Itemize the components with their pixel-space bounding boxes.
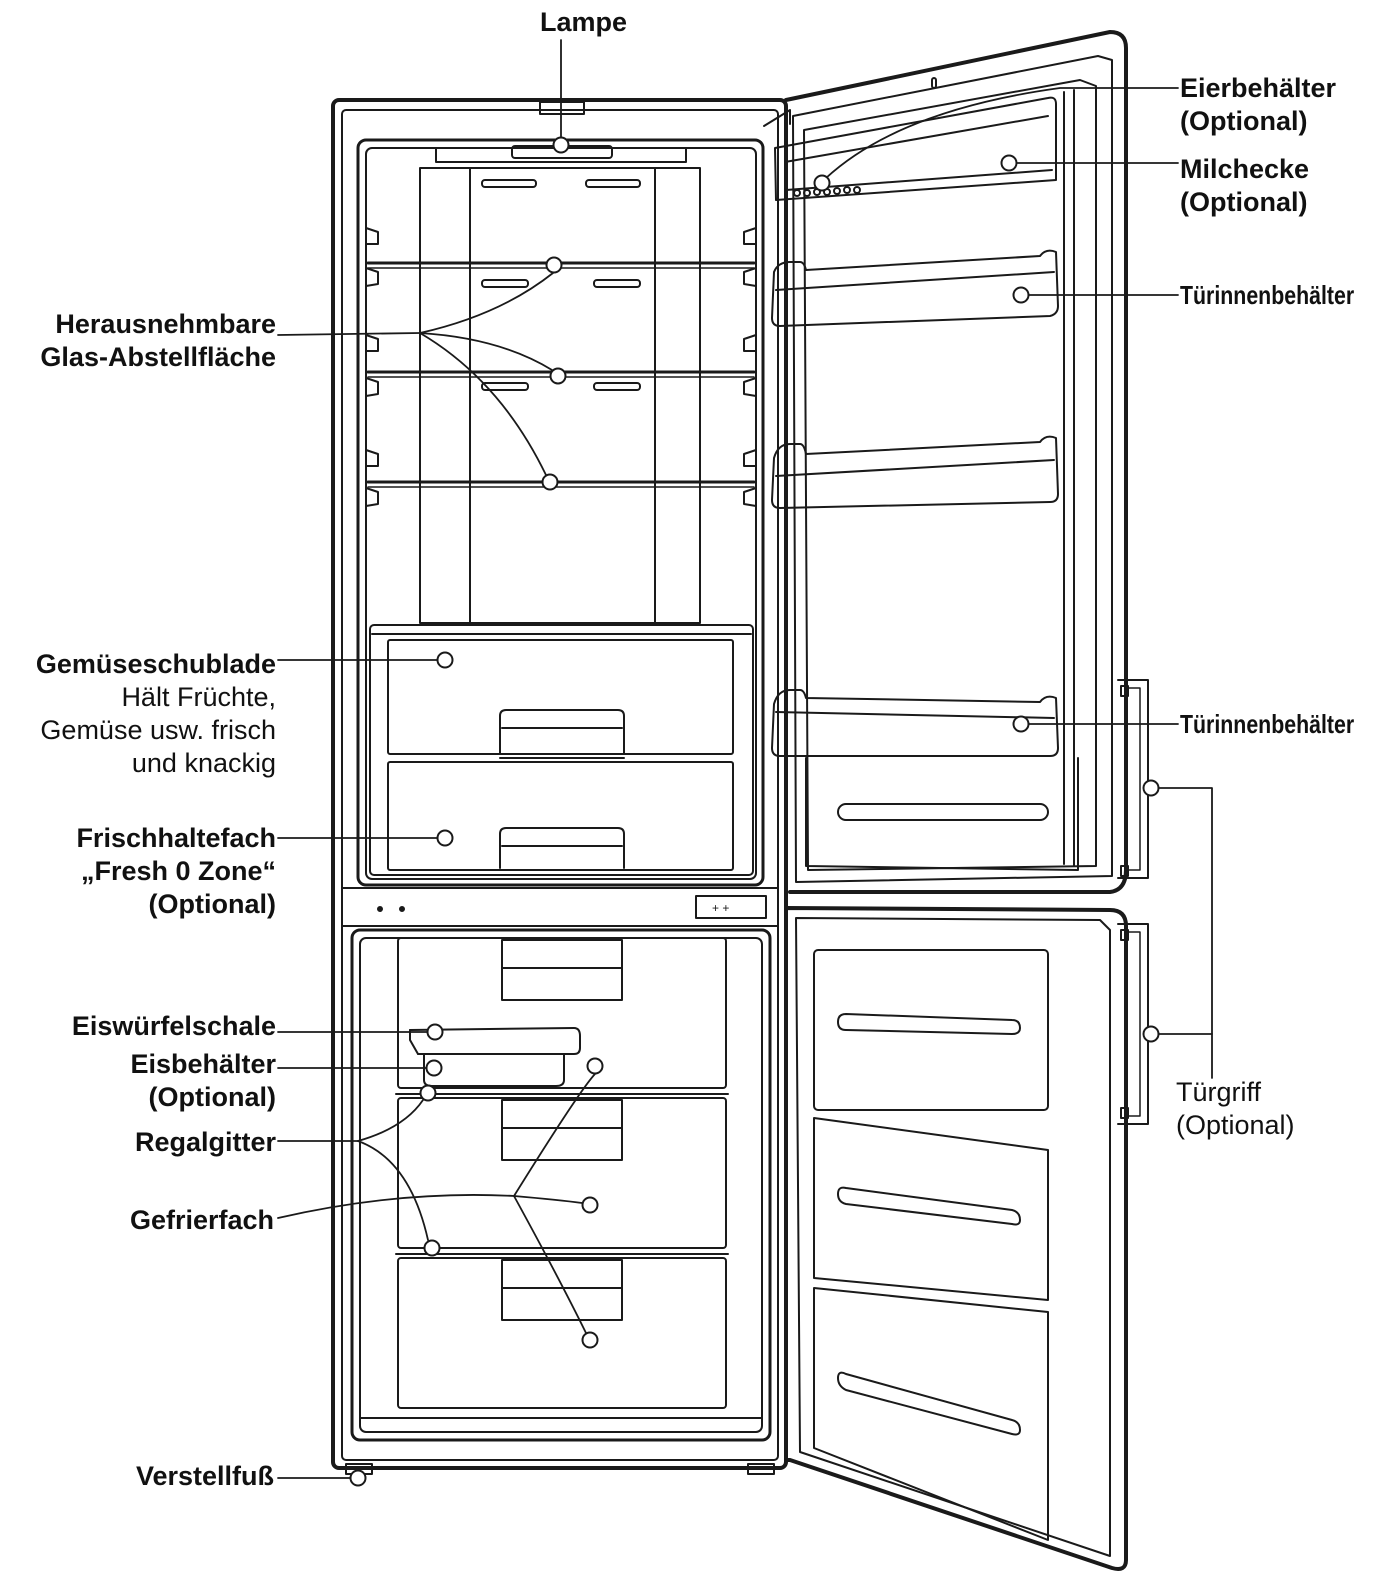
label-lampe: Lampe <box>540 6 627 39</box>
label-frischhaltefach: Frischhaltefach „Fresh 0 Zone“ (Optional… <box>76 822 276 921</box>
svg-text:+ +: + + <box>712 901 729 915</box>
label-eierbehaelter-optional: (Optional) <box>1180 105 1336 138</box>
label-tuergriff-optional: (Optional) <box>1176 1109 1295 1142</box>
label-milchecke: Milchecke (Optional) <box>1180 153 1309 219</box>
label-eisbehaelter-optional: (Optional) <box>130 1081 276 1114</box>
lower-door <box>786 908 1148 1569</box>
label-frisch-2: „Fresh 0 Zone“ <box>76 855 276 888</box>
label-eisbehaelter: Eisbehälter (Optional) <box>130 1048 276 1114</box>
label-gemuese-desc-1: Hält Früchte, <box>36 681 276 714</box>
label-eiswuerfelschale: Eiswürfelschale <box>72 1010 276 1043</box>
label-gemuese-title: Gemüseschublade <box>36 648 276 681</box>
leader-lines <box>278 40 1212 1478</box>
label-gefrierfach: Gefrierfach <box>130 1204 274 1237</box>
label-glas-1: Herausnehmbare <box>40 308 276 341</box>
label-tuerinnenbehaelter-2: Türinnenbehälter <box>1180 708 1354 741</box>
label-frisch-3: (Optional) <box>76 888 276 921</box>
label-regalgitter: Regalgitter <box>135 1126 276 1159</box>
label-frisch-1: Frischhaltefach <box>76 822 276 855</box>
label-eierbehaelter: Eierbehälter (Optional) <box>1180 72 1336 138</box>
label-tuergriff: Türgriff (Optional) <box>1176 1076 1295 1142</box>
label-gemueseschublade: Gemüseschublade Hält Früchte, Gemüse usw… <box>36 648 276 780</box>
label-gemuese-desc-2: Gemüse usw. frisch <box>36 714 276 747</box>
cabinet-body <box>333 100 786 1468</box>
label-tuergriff-text: Türgriff <box>1176 1076 1295 1109</box>
label-tuerinnenbehaelter-1: Türinnenbehälter <box>1180 279 1354 312</box>
label-milchecke-text: Milchecke <box>1180 153 1309 186</box>
label-glas-abstellflaeche: Herausnehmbare Glas-Abstellfläche <box>40 308 276 374</box>
label-milchecke-optional: (Optional) <box>1180 186 1309 219</box>
label-verstellfuss: Verstellfuß <box>136 1460 274 1493</box>
label-eierbehaelter-text: Eierbehälter <box>1180 72 1336 105</box>
label-gemuese-desc-3: und knackig <box>36 747 276 780</box>
upper-door <box>764 32 1148 892</box>
label-glas-2: Glas-Abstellfläche <box>40 341 276 374</box>
freezer-compartment <box>346 930 774 1474</box>
control-band: + + <box>342 888 778 926</box>
label-eisbehaelter-text: Eisbehälter <box>130 1048 276 1081</box>
